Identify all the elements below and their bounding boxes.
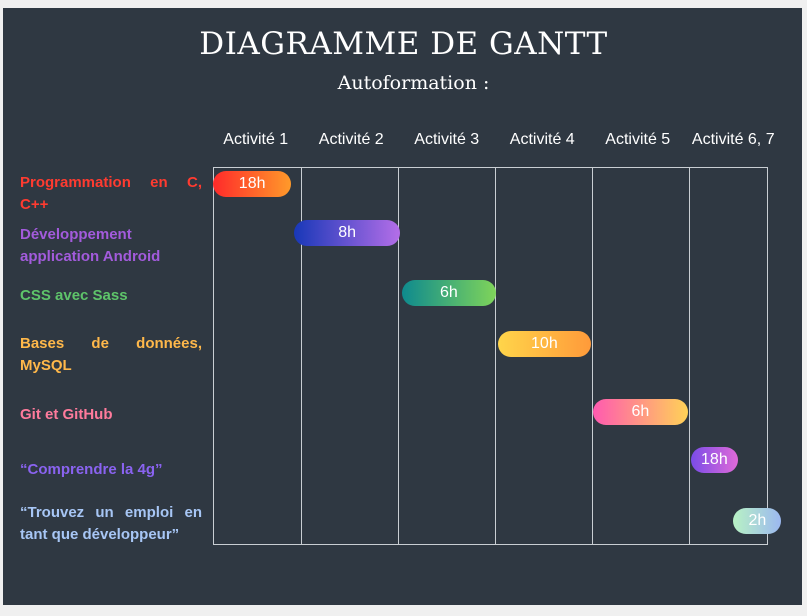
column-header: Activité 2 [318, 131, 384, 148]
task-label: Bases de données, MySQL [20, 335, 202, 374]
task-label: “Comprendre la 4g” [20, 461, 163, 478]
column-header: Activité 5 [605, 131, 671, 148]
grid-line [592, 167, 593, 545]
task-label: Programmation en C, C++ [20, 174, 202, 213]
task-label: Développement application Android [20, 226, 161, 265]
task-bar: 18h [213, 171, 292, 197]
gantt-grid [213, 167, 768, 545]
grid-line [301, 167, 302, 545]
column-header: Activité 3 [414, 131, 480, 148]
task-bar: 10h [497, 331, 592, 357]
task-bar: 8h [294, 220, 401, 246]
task-bar: 6h [402, 280, 496, 306]
column-header: Activité 4 [509, 131, 575, 148]
task-bar: 2h [733, 508, 782, 534]
task-label: “Trouvez un emploi en tant que développe… [20, 504, 202, 543]
grid-line [495, 167, 496, 545]
column-header: Activité 1 [223, 131, 289, 148]
gantt-card [3, 8, 802, 605]
column-header: Activité 6, 7 [691, 131, 775, 148]
task-bar: 6h [593, 399, 688, 425]
task-bar: 18h [690, 447, 739, 473]
task-label: Git et GitHub [20, 406, 113, 423]
grid-line [398, 167, 399, 545]
chart-subtitle: Autoformation : [337, 72, 490, 94]
chart-title: DIAGRAMME DE GANTT [199, 26, 608, 62]
grid-line [689, 167, 690, 545]
task-label: CSS avec Sass [20, 287, 128, 304]
